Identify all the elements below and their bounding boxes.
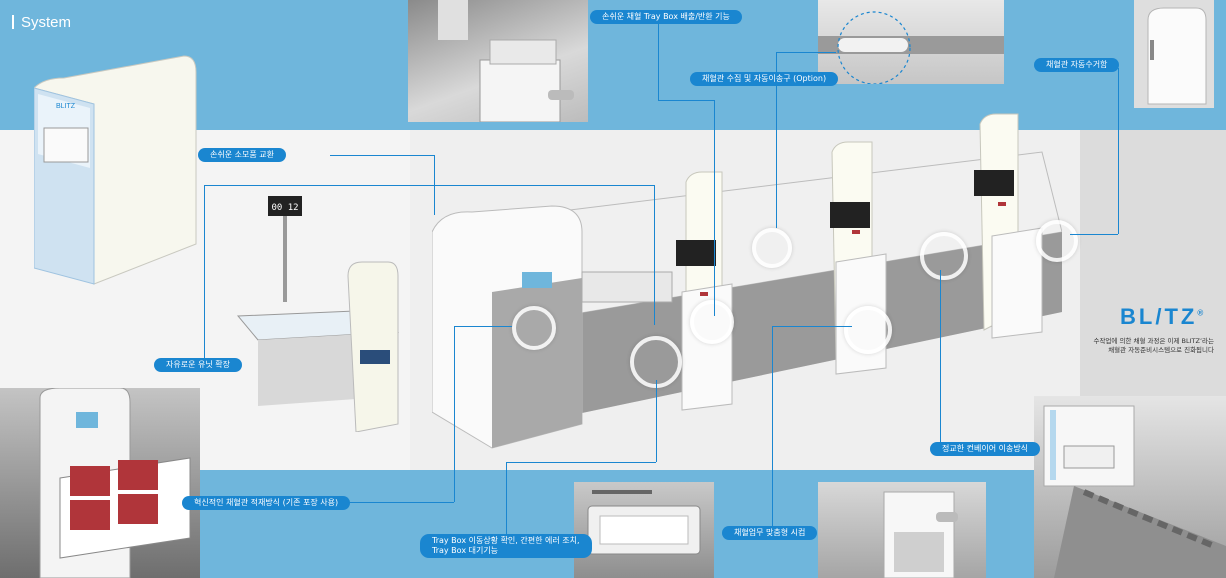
timer-display: 00 12 [271, 203, 299, 213]
callout-flexible-expansion: 자유로운 유닛 확장 [154, 358, 242, 372]
connector-line [772, 326, 773, 530]
callout-tray-monitor: Tray Box 이동상황 확인, 간편한 에러 조치, Tray Box 대기… [420, 534, 592, 558]
connector-line [330, 155, 434, 156]
connector-line [654, 185, 655, 325]
connector-line [506, 462, 656, 463]
connector-line [506, 462, 507, 542]
detail-photo-tube-loader [0, 388, 200, 578]
detail-photo-tray-monitor [574, 482, 714, 578]
expansion-unit [236, 196, 400, 432]
detail-photo-conveyor [1034, 396, 1226, 578]
brand-logo-text: BL/TZ [1120, 304, 1198, 329]
focus-ring [690, 300, 734, 344]
connector-line [714, 100, 715, 316]
detail-photo-collector [1134, 0, 1214, 108]
connector-line [330, 502, 454, 503]
detail-photo-tray-box [408, 0, 588, 122]
callout-tray-monitor-line1: Tray Box 이동상황 확인, 간편한 에러 조치, [432, 536, 580, 545]
focus-ring [512, 306, 556, 350]
focus-ring [1036, 220, 1078, 262]
callout-tray-box-eject: 손쉬운 채혈 Tray Box 배출/반환 기능 [590, 10, 742, 24]
connector-line [454, 326, 455, 502]
callout-tray-monitor-line2: Tray Box 대기기능 [432, 546, 499, 555]
callout-tube-collect: 채혈관 수집 및 자동이송구 (Option) [690, 72, 839, 86]
trademark-mark: ® [1197, 308, 1207, 318]
connector-line [656, 380, 657, 462]
callout-custom-station: 채혈업무 맞춤형 시컴 [722, 526, 818, 540]
section-title: System [12, 14, 71, 31]
connector-line [772, 326, 852, 327]
connector-line [204, 185, 205, 365]
brand-logo: BL/TZ® [1120, 304, 1206, 330]
connector-line [1118, 68, 1119, 234]
detail-photo-collect-port [818, 0, 1004, 84]
connector-line [1070, 234, 1118, 235]
main-system [432, 113, 1062, 449]
brand-desc-line2: 채혈관 자동준비시스템으로 진화됩니다 [1108, 346, 1214, 354]
connector-line [204, 185, 654, 186]
consumable-unit: BLITZ [34, 55, 197, 285]
focus-ring [844, 306, 892, 354]
brand-desc-line1: 수작업에 의한 채혈 과정은 이제 BLITZ’라는 [1093, 337, 1214, 345]
connector-line [658, 16, 659, 100]
callout-easy-consumables: 손쉬운 소모품 교환 [198, 148, 286, 162]
connector-line [776, 52, 836, 53]
focus-ring [752, 228, 792, 268]
callout-auto-collector: 채혈관 자동수거함 [1034, 58, 1120, 72]
svg-text:BLITZ: BLITZ [56, 103, 76, 110]
brand-description: 수작업에 의한 채혈 과정은 이제 BLITZ’라는 채혈관 자동준비시스템으로… [1084, 337, 1214, 355]
connector-line [940, 270, 941, 446]
connector-line [658, 100, 714, 101]
connector-line [454, 326, 512, 327]
connector-line [776, 52, 777, 228]
focus-ring [920, 232, 968, 280]
callout-innovative-loading: 혁신적인 채혈관 적재방식 (기존 포장 사용) [182, 496, 351, 510]
detail-photo-cabinet [818, 482, 986, 578]
callout-conveyor: 정교한 컨베이어 이송방식 [930, 442, 1041, 456]
